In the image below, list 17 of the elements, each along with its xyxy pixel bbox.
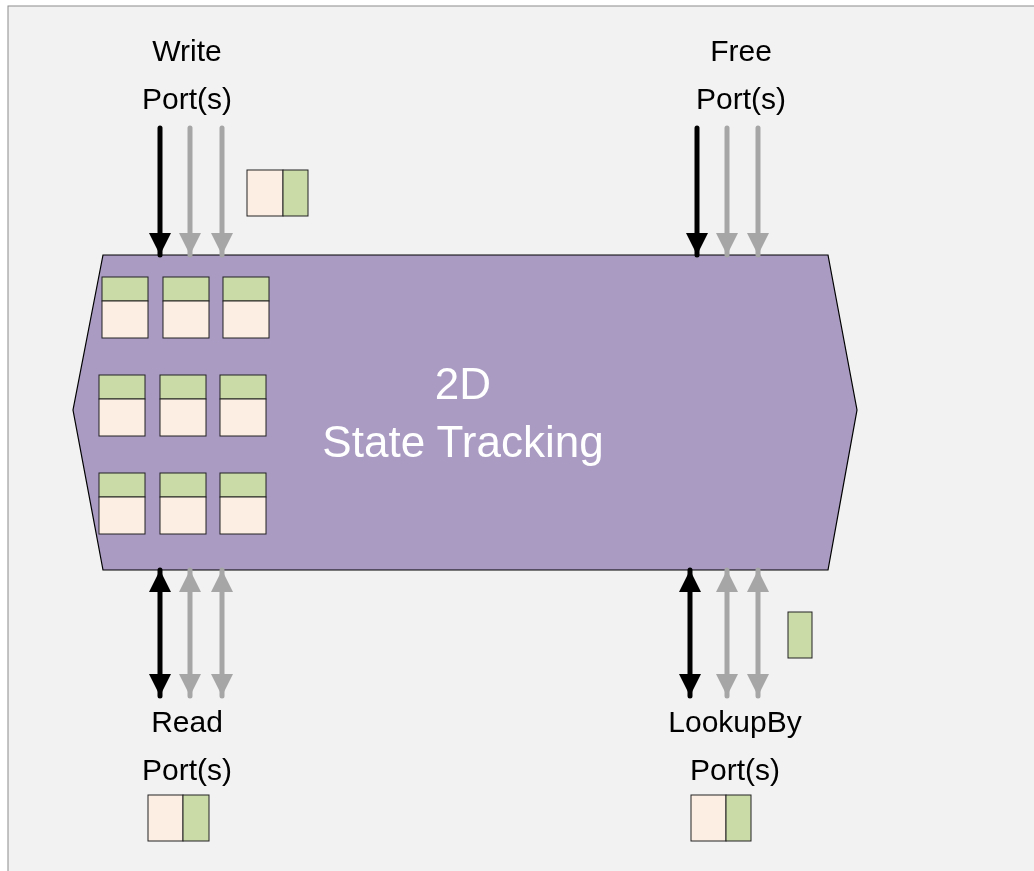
block-title: 2D State Tracking bbox=[322, 357, 604, 468]
port-label: Write Port(s) bbox=[141, 33, 233, 117]
arrow bbox=[149, 125, 171, 258]
port-label: Read Port(s) bbox=[141, 704, 233, 788]
arrow bbox=[679, 567, 701, 699]
arrow bbox=[747, 567, 769, 699]
arrow bbox=[179, 125, 201, 258]
arrow bbox=[716, 125, 738, 258]
port-label: LookupBy Port(s) bbox=[667, 704, 803, 788]
port-label: Free Port(s) bbox=[695, 33, 787, 117]
arrow bbox=[686, 125, 708, 258]
arrow bbox=[179, 567, 201, 699]
arrow bbox=[716, 567, 738, 699]
arrow bbox=[211, 125, 233, 258]
arrow bbox=[211, 567, 233, 699]
arrow bbox=[149, 567, 171, 699]
arrow bbox=[747, 125, 769, 258]
